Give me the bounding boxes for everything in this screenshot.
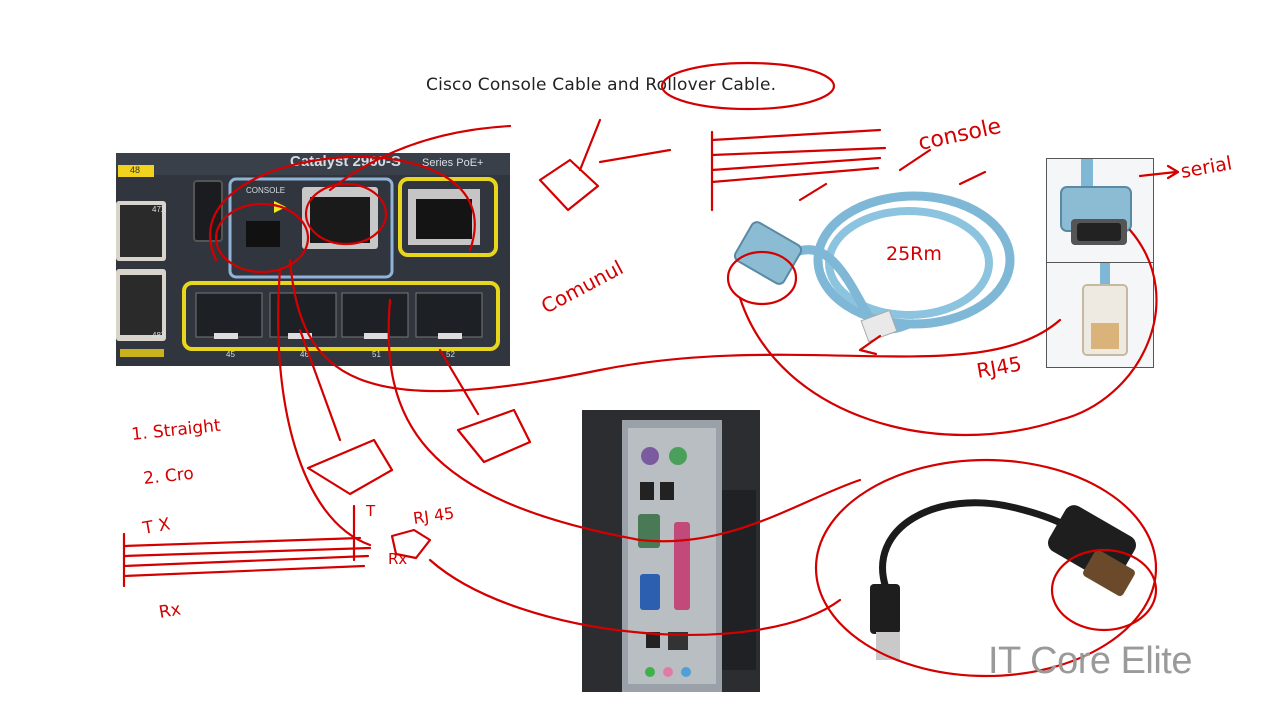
- rj45-connector-photo: [1046, 262, 1154, 368]
- rx-annotation: Rx: [157, 599, 182, 622]
- annotation-line-2: [598, 148, 672, 164]
- cross-annotation: 2. Cro: [142, 464, 194, 489]
- rx2-annotation: Rx: [388, 550, 407, 568]
- comunul-annotation: Comunul: [537, 255, 627, 318]
- console-annotation: console: [916, 114, 1003, 156]
- sfp-52-label: 52: [446, 350, 455, 359]
- annotation-box-1: [538, 118, 602, 212]
- switch-series-label: Series PoE+: [422, 157, 484, 169]
- console-cable-graphic: [733, 191, 1015, 343]
- sfp-45-label: 45: [226, 350, 235, 359]
- console-port-label: CONSOLE: [246, 186, 286, 195]
- serial-annotation: serial: [1179, 152, 1234, 183]
- switch-model-label: Catalyst 2960-S: [290, 153, 401, 170]
- sfp-46-label: 46: [300, 350, 309, 359]
- port-48x-label: 48X: [152, 331, 167, 340]
- page-title: Cisco Console Cable and Rollover Cable.: [426, 75, 777, 95]
- switch-panel-photo: Catalyst 2960-S Series PoE+ CONSOLE 48 4…: [116, 153, 510, 366]
- straight-annotation: 1. Straight: [130, 416, 221, 445]
- pc-back-panel-photo: [582, 410, 760, 692]
- sfp-51-label: 51: [372, 350, 381, 359]
- port-48-label: 48: [130, 165, 141, 175]
- switch-panel-graphic: [116, 153, 510, 366]
- pc-back-panel-graphic: [582, 410, 760, 692]
- rj45-sketch: [390, 528, 432, 560]
- tx-annotation: T X: [140, 514, 172, 539]
- rj45-annotation-left: RJ 45: [412, 503, 456, 528]
- serial-connector-photo: [1046, 158, 1154, 264]
- t-annotation: T: [365, 502, 376, 520]
- channel-watermark: IT Core Elite: [988, 640, 1192, 682]
- port-47x-label: 47X: [152, 205, 167, 214]
- rj45-connector-graphic: [1082, 263, 1128, 356]
- annotation-box-3: [438, 348, 532, 464]
- console-cable-photo: [724, 175, 1024, 370]
- serial-connector-graphic: [1060, 159, 1132, 245]
- wire-sketch-left: [122, 532, 372, 588]
